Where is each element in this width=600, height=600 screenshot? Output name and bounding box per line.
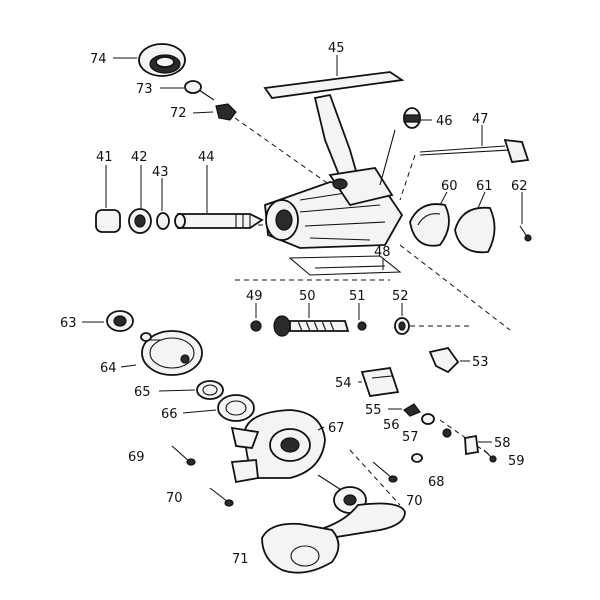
callout-67: 67 xyxy=(328,421,345,436)
part-41-collar xyxy=(95,209,121,233)
callout-63: 63 xyxy=(60,316,77,331)
part-58-bracket xyxy=(464,434,480,456)
callout-45: 45 xyxy=(328,41,345,56)
part-46-line-roller xyxy=(403,107,421,129)
part-74-drag-knob xyxy=(138,43,186,77)
callout-44: 44 xyxy=(198,150,215,165)
part-54-anti-reverse xyxy=(360,367,400,397)
callout-68: 68 xyxy=(428,475,445,490)
part-56-spring xyxy=(421,413,435,425)
part-66-bearing xyxy=(217,394,255,422)
part-48-plate xyxy=(288,255,402,276)
callout-62: 62 xyxy=(511,179,528,194)
callout-72: 72 xyxy=(170,106,187,121)
callout-57: 57 xyxy=(402,430,419,445)
part-62-screw xyxy=(519,225,532,242)
part-47-bail-wire xyxy=(419,138,530,163)
part-61-cover xyxy=(454,206,496,254)
callout-47: 47 xyxy=(472,112,489,127)
callout-56: 56 xyxy=(383,418,400,433)
callout-55: 55 xyxy=(365,403,382,418)
part-51-pin xyxy=(357,321,367,331)
part-69-screw xyxy=(171,445,196,466)
part-49-nut xyxy=(250,320,262,332)
callout-60: 60 xyxy=(441,179,458,194)
callout-46: 46 xyxy=(436,114,453,129)
part-73-knob-shaft xyxy=(184,80,215,101)
callout-70-right: 70 xyxy=(406,494,423,509)
part-45-bail-arm xyxy=(263,71,405,192)
callout-42: 42 xyxy=(131,150,148,165)
part-71-handle xyxy=(261,474,406,574)
callout-64: 64 xyxy=(100,361,117,376)
callout-73: 73 xyxy=(136,82,153,97)
callout-65: 65 xyxy=(134,385,151,400)
callout-61: 61 xyxy=(476,179,493,194)
part-50-worm-shaft xyxy=(273,315,350,337)
callout-59: 59 xyxy=(508,454,525,469)
callout-74: 74 xyxy=(90,52,107,67)
callout-53: 53 xyxy=(472,355,489,370)
part-57-ball xyxy=(442,428,452,438)
callout-52: 52 xyxy=(392,289,409,304)
part-68-washer xyxy=(411,453,423,463)
part-63-bearing xyxy=(106,310,134,332)
part-72-nut xyxy=(215,103,237,121)
callout-70-left: 70 xyxy=(166,491,183,506)
callout-43: 43 xyxy=(152,165,169,180)
part-60-cover xyxy=(409,203,450,247)
part-42-bearing xyxy=(128,208,152,234)
reel-body-housing xyxy=(264,129,404,249)
callout-54: 54 xyxy=(335,376,352,391)
callout-labels: 74 73 72 45 46 47 41 42 43 44 60 61 62 4… xyxy=(60,41,528,567)
callout-leader-lines xyxy=(82,55,523,443)
part-65-washer xyxy=(196,380,224,400)
callout-66: 66 xyxy=(161,407,178,422)
part-52-bushing xyxy=(394,317,410,335)
callout-50: 50 xyxy=(299,289,316,304)
part-67-gear-housing xyxy=(230,409,326,484)
part-44-pinion-gear xyxy=(174,213,264,229)
part-53-clip xyxy=(428,346,460,374)
callout-48: 48 xyxy=(374,245,391,260)
part-70-screw-left xyxy=(209,487,234,507)
callout-69: 69 xyxy=(128,450,145,465)
part-70-screw-right xyxy=(372,461,398,483)
part-64-drive-gear xyxy=(140,330,203,376)
part-59-screw xyxy=(483,449,497,463)
callout-49: 49 xyxy=(246,289,263,304)
part-43-washer xyxy=(156,212,170,230)
callout-58: 58 xyxy=(494,436,511,451)
part-55-cap xyxy=(403,403,421,417)
callout-51: 51 xyxy=(349,289,366,304)
callout-41: 41 xyxy=(96,150,113,165)
callout-71: 71 xyxy=(232,552,249,567)
